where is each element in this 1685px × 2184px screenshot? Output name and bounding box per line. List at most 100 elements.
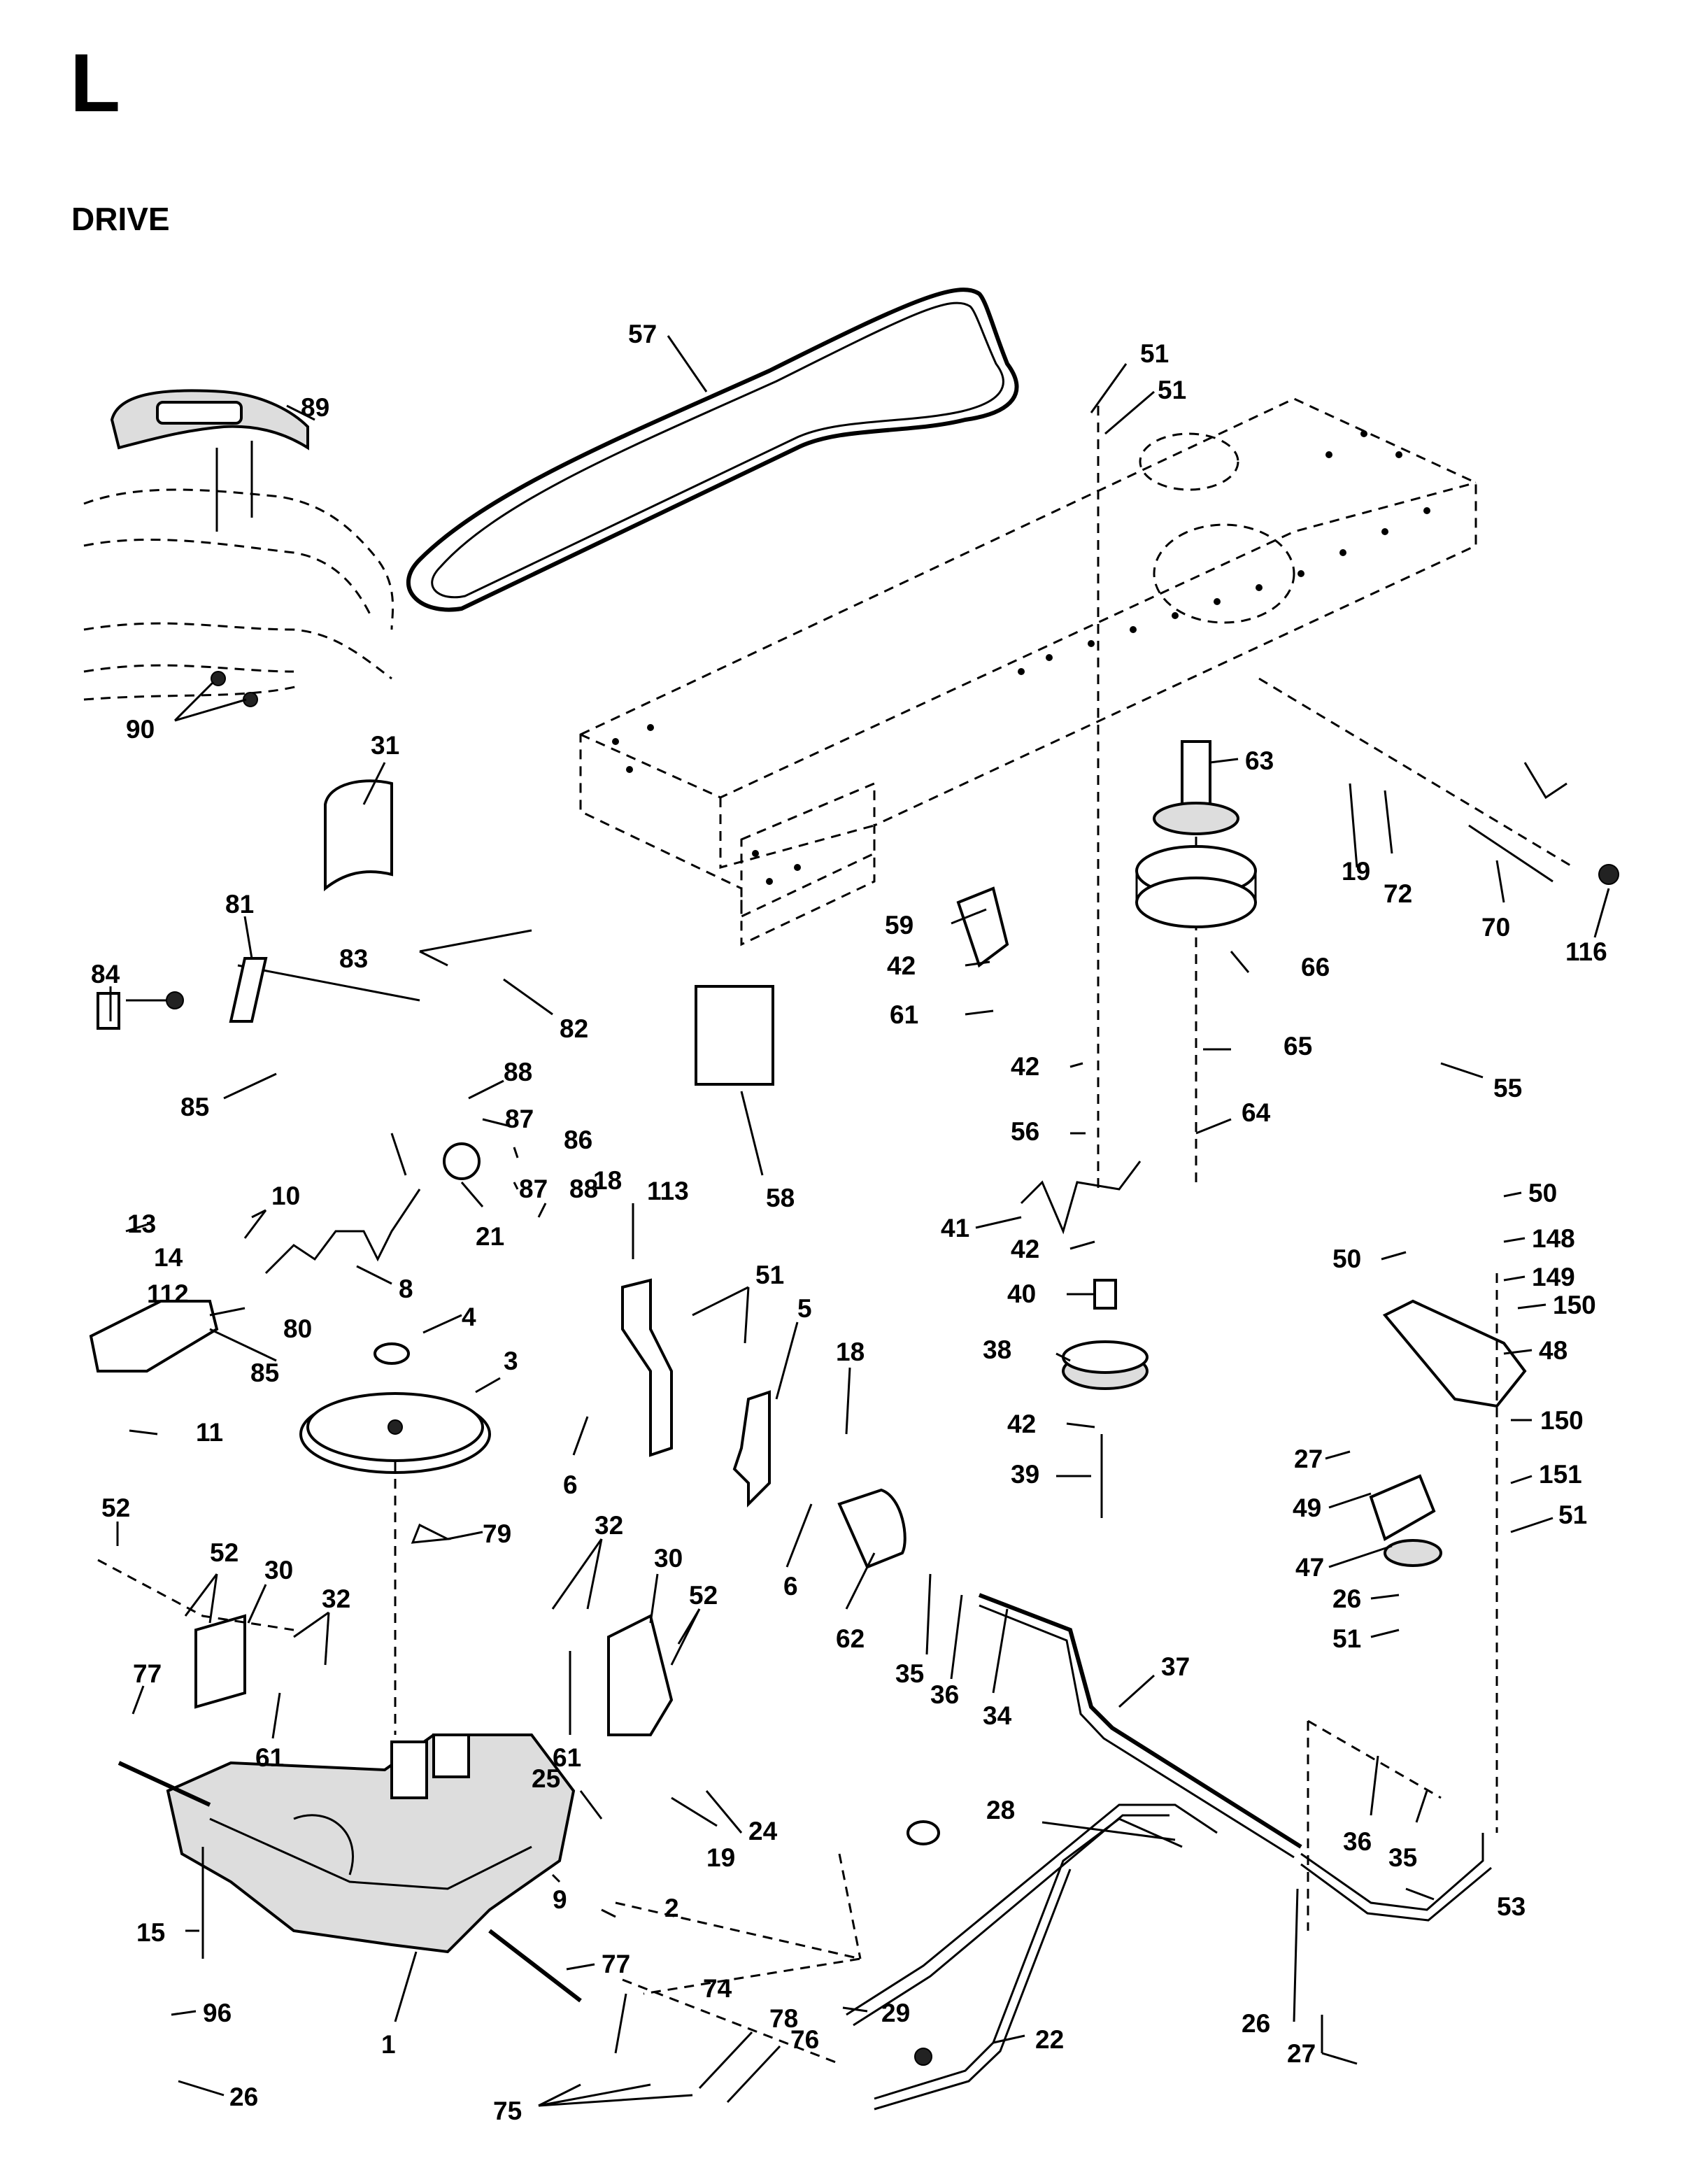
callout-51d: 51 xyxy=(1558,1501,1587,1529)
callout-11: 11 xyxy=(196,1418,223,1447)
callout-56: 56 xyxy=(1011,1117,1039,1146)
rod-22 xyxy=(874,1817,1183,2100)
callout-5: 5 xyxy=(797,1294,812,1323)
callout-83: 83 xyxy=(339,944,368,973)
callout-14: 14 xyxy=(154,1243,183,1272)
callout-6: 6 xyxy=(563,1470,578,1499)
callout-42: 42 xyxy=(887,951,916,980)
callout-86: 86 xyxy=(564,1126,592,1154)
callout-88b: 88 xyxy=(569,1175,598,1203)
callout-82: 82 xyxy=(560,1014,588,1043)
callout-81: 81 xyxy=(225,890,254,919)
callout-96: 96 xyxy=(203,1999,232,2027)
callout-49: 49 xyxy=(1293,1494,1321,1522)
callout-22: 22 xyxy=(1035,2025,1064,2054)
callout-41: 41 xyxy=(941,1214,969,1242)
callout-38: 38 xyxy=(983,1335,1011,1364)
callout-21: 21 xyxy=(476,1222,504,1251)
callout-51e: 51 xyxy=(1332,1624,1361,1653)
callout-2: 2 xyxy=(664,1894,679,1922)
bracket-5 xyxy=(732,1390,771,1508)
callout-10: 10 xyxy=(271,1182,300,1210)
callout-150: 150 xyxy=(1553,1291,1596,1319)
callout-78: 78 xyxy=(769,2004,798,2033)
callout-3: 3 xyxy=(504,1347,518,1375)
callout-51c: 51 xyxy=(1158,376,1186,404)
callout-87b: 87 xyxy=(519,1175,548,1203)
callout-53: 53 xyxy=(1497,1892,1526,1921)
callout-36: 36 xyxy=(930,1680,959,1709)
callout-70: 70 xyxy=(1481,913,1510,942)
section-title: DRIVE xyxy=(71,201,170,237)
callout-61c: 61 xyxy=(553,1743,581,1772)
callout-36b: 36 xyxy=(1343,1827,1372,1856)
callout-13: 13 xyxy=(127,1210,156,1238)
callout-6b: 6 xyxy=(783,1572,798,1601)
knob-21 xyxy=(443,1142,481,1180)
callout-85b: 85 xyxy=(250,1359,279,1387)
callout-34: 34 xyxy=(983,1701,1012,1730)
callout-87: 87 xyxy=(505,1105,534,1133)
callout-80: 80 xyxy=(283,1314,312,1343)
callout-19: 19 xyxy=(1342,857,1370,886)
callout-51b: 51 xyxy=(1140,339,1169,368)
plate-58 xyxy=(695,985,774,1086)
callout-50b: 50 xyxy=(1332,1245,1361,1273)
bracket-113 xyxy=(621,1278,673,1457)
callout-37: 37 xyxy=(1161,1652,1190,1681)
callout-24: 24 xyxy=(748,1817,778,1845)
callout-31: 31 xyxy=(371,731,399,760)
callout-61: 61 xyxy=(890,1000,918,1029)
callout-62: 62 xyxy=(836,1624,865,1653)
callout-15: 15 xyxy=(136,1918,165,1947)
callout-47: 47 xyxy=(1295,1553,1324,1582)
callout-18b: 18 xyxy=(836,1338,865,1366)
callout-26c: 26 xyxy=(1242,2009,1270,2038)
callout-77: 77 xyxy=(133,1659,162,1688)
callout-57: 57 xyxy=(628,320,657,348)
transaxle-1 xyxy=(166,1733,576,1954)
callout-42b: 42 xyxy=(1011,1052,1039,1081)
callout-148: 148 xyxy=(1532,1224,1575,1253)
callout-28: 28 xyxy=(986,1796,1015,1824)
idler-arm-41 xyxy=(1020,1161,1142,1235)
callout-26b: 26 xyxy=(229,2083,258,2111)
callout-42d: 42 xyxy=(1007,1410,1036,1438)
callout-50: 50 xyxy=(1528,1179,1557,1207)
callout-48: 48 xyxy=(1539,1336,1567,1365)
drive-belt-57 xyxy=(406,288,1019,612)
callout-27b: 27 xyxy=(1287,2039,1316,2068)
frame xyxy=(579,397,1477,919)
callout-75: 75 xyxy=(493,2097,522,2125)
callout-88: 88 xyxy=(504,1058,532,1086)
callout-27: 27 xyxy=(1294,1445,1323,1473)
callout-116: 116 xyxy=(1565,937,1607,966)
bumper-62 xyxy=(837,1488,907,1569)
rod-53 xyxy=(1300,1833,1484,1911)
callout-113: 113 xyxy=(647,1177,689,1205)
callout-65: 65 xyxy=(1284,1032,1312,1061)
callout-32: 32 xyxy=(322,1584,350,1613)
callout-66: 66 xyxy=(1301,953,1330,981)
callout-40: 40 xyxy=(1007,1279,1036,1308)
callout-32b: 32 xyxy=(595,1511,623,1540)
bracket-48 xyxy=(1382,1299,1527,1408)
callout-58: 58 xyxy=(766,1184,795,1212)
callout-150b: 150 xyxy=(1540,1406,1584,1435)
callout-4: 4 xyxy=(462,1303,476,1331)
callout-labels: 57 89 90 31 81 84 85 83 82 88 87 86 87 8… xyxy=(91,320,1607,2125)
callout-59: 59 xyxy=(885,911,913,939)
section-letter: L xyxy=(70,37,121,129)
callout-30b: 30 xyxy=(654,1544,683,1573)
callout-1: 1 xyxy=(381,2030,396,2059)
callout-52c: 52 xyxy=(689,1581,718,1610)
callout-149: 149 xyxy=(1532,1263,1575,1291)
callout-51: 51 xyxy=(755,1261,784,1289)
callout-89: 89 xyxy=(301,393,329,422)
callout-29: 29 xyxy=(881,1999,910,2027)
callout-35b: 35 xyxy=(1388,1843,1417,1872)
callout-30: 30 xyxy=(264,1556,293,1584)
callout-39: 39 xyxy=(1011,1460,1039,1489)
callout-55: 55 xyxy=(1493,1074,1522,1102)
